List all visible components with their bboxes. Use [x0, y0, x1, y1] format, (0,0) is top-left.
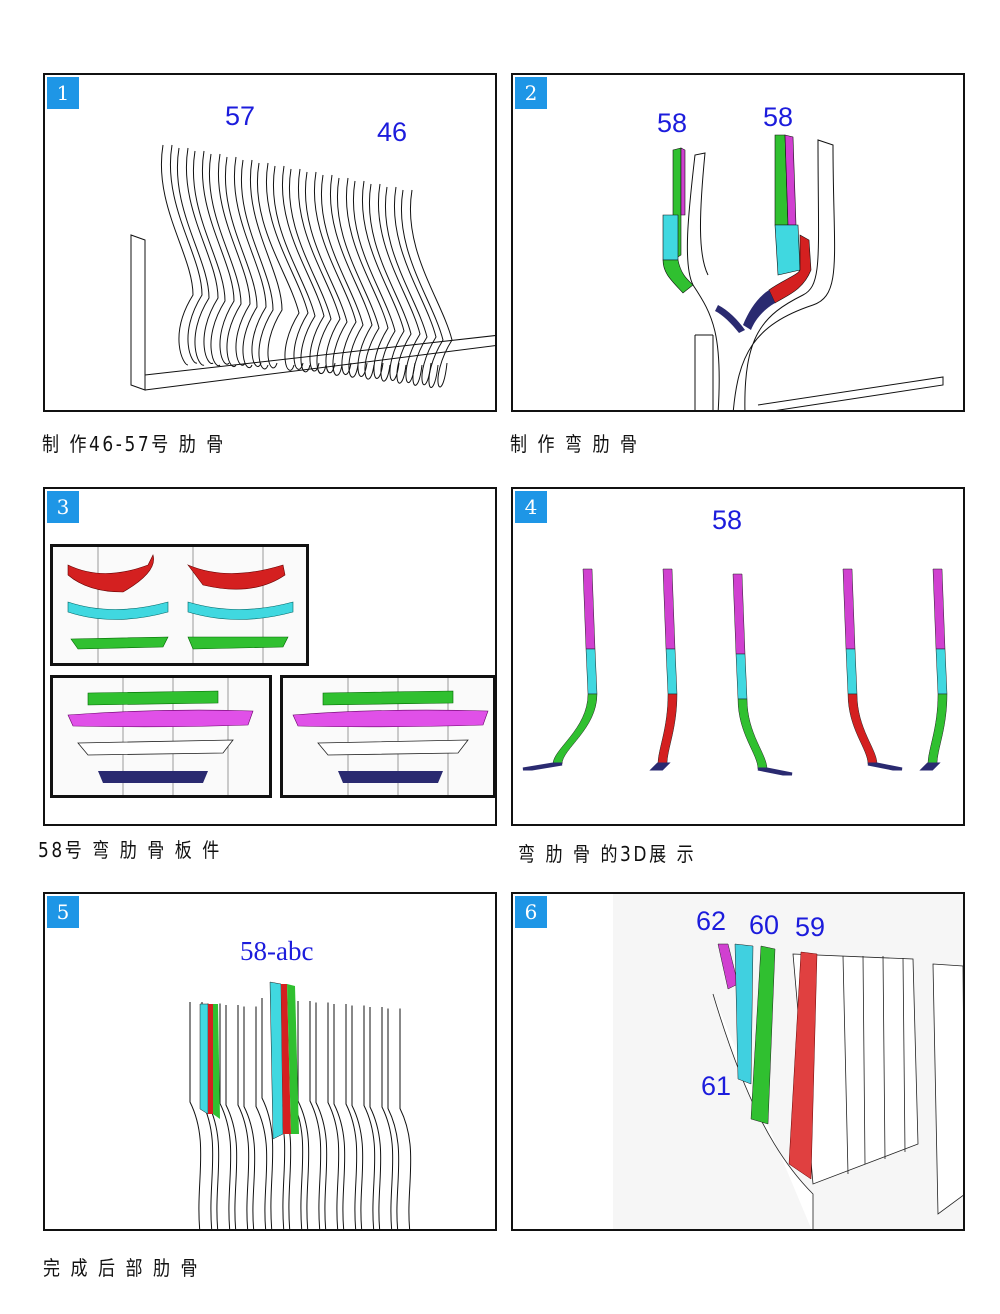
rib-label: 61: [701, 1071, 732, 1101]
panel-3: 3: [43, 487, 497, 826]
panel-2: 2 58 58: [511, 73, 965, 412]
rib-label: 62: [696, 906, 727, 936]
caption: 完 成 后 部 肋 骨: [43, 1256, 201, 1280]
step-badge: 1: [47, 77, 79, 109]
caption: 制 作46-57号 肋 骨: [42, 432, 226, 456]
finished-stern-ribs: [189, 981, 412, 1229]
rib-label: 58: [657, 108, 688, 138]
panel-1: 1 57 46: [43, 73, 497, 412]
step-badge: 5: [47, 896, 79, 928]
rib-label: 46: [377, 117, 408, 147]
rib-label: 57: [225, 101, 256, 131]
panel-4: 4 58: [511, 487, 965, 826]
bent-rib-3d-views: [522, 568, 948, 776]
rib-label: 58: [712, 505, 743, 535]
parts-view-bottom-left: [50, 675, 272, 798]
step-badge: 4: [515, 491, 547, 523]
panel-5: 5 58-abc: [43, 892, 497, 1231]
rib-label: 58: [763, 102, 794, 132]
parts-view-bottom-right: [280, 675, 495, 798]
rib-view: [522, 568, 598, 771]
rib-view: [842, 568, 903, 771]
hull-ribs-view: [613, 894, 963, 1229]
step-badge: 6: [515, 896, 547, 928]
rib-label: 58-abc: [240, 936, 314, 966]
caption: 58号 弯 肋 骨 板 件: [38, 838, 222, 862]
rib-label: 60: [749, 910, 780, 940]
rib-label: 59: [795, 912, 826, 942]
parts-view-top: [50, 544, 309, 666]
rib-view: [649, 568, 678, 771]
rib-view: [919, 568, 948, 771]
rib-view: [732, 573, 793, 776]
caption: 制 作 弯 肋 骨: [510, 432, 640, 456]
step-badge: 2: [515, 77, 547, 109]
bent-rib-illustration: [662, 134, 944, 410]
caption: 弯 肋 骨 的3D展 示: [518, 842, 697, 866]
step-badge: 3: [47, 491, 79, 523]
panel-6: 6 62 60 59 61: [511, 892, 965, 1231]
ribs-illustration: [130, 144, 495, 391]
